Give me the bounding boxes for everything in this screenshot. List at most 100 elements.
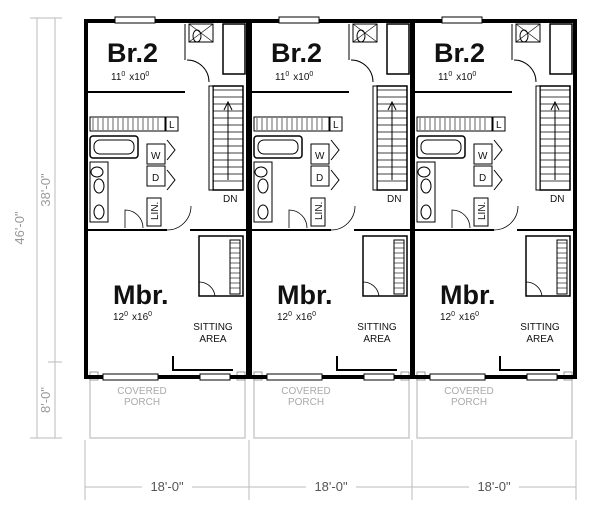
toilet [90,166,104,178]
sitting-label: AREA [199,334,227,345]
window [526,373,558,381]
linen-closet [310,197,326,227]
toilet [417,166,431,178]
bifold-door [493,139,503,191]
closet-label: L [169,120,175,131]
closet [549,23,573,75]
stair-dn-label: DN [550,194,564,205]
vanity [89,161,109,223]
door-swing [288,209,308,229]
door-swing [330,205,356,231]
linen-closet [473,197,489,227]
arrow-up-icon [387,100,397,111]
sitting-label: SITTING [193,322,233,333]
master-bedroom-name: Mbr. [440,280,496,310]
door-swing [493,205,519,231]
bay-wall [172,356,233,371]
porch-label: PORCH [451,397,487,408]
toilet [192,29,202,43]
door-swing [124,209,144,229]
washer-label: W [151,151,161,162]
total-depth-label: 46'-0" [12,211,27,245]
vanity [253,161,273,223]
sink [420,178,432,194]
washer [473,143,493,165]
window [114,16,156,24]
porch-label: COVERED [281,386,330,397]
closet [386,23,410,75]
dryer [146,165,166,187]
porch-outline [89,378,246,439]
walk-in-closet [525,235,571,297]
dryer [310,165,330,187]
porch-outline [416,378,573,439]
bay-wall [499,356,560,371]
walk-in-closet [362,235,408,297]
walk-in-closet [198,235,244,297]
sitting-label: SITTING [520,322,560,333]
window [102,373,159,381]
window [278,16,320,24]
bay-wall [336,356,397,371]
toilet [254,166,268,178]
washer-label: W [478,151,488,162]
bathtub [416,135,466,159]
door-swing [348,24,374,83]
dryer-label: D [479,173,486,184]
linen-label: LIN. [314,202,325,220]
linen-closet-box [492,116,506,132]
dryer-label: D [152,173,159,184]
sink [257,204,269,220]
linen-closet [146,197,162,227]
door-swing [198,281,216,297]
arrow-up-icon [550,100,560,111]
bedroom2-name: Br.2 [107,38,158,68]
stair-dn-label: DN [387,194,401,205]
porch-depth-label: 8'-0" [38,387,53,413]
linen-closet-box [165,116,179,132]
sitting-label: AREA [363,334,391,345]
linen-closet-box [329,116,343,132]
vertical-dimensions [30,17,62,439]
window [441,16,483,24]
exterior-wall [411,19,577,379]
porch-outline [253,378,410,439]
house-depth-label: 38'-0" [38,173,53,207]
stair-wall [535,85,541,191]
shower [352,23,378,43]
stair-wall [372,85,378,191]
window [266,373,323,381]
bedroom2-name: Br.2 [434,38,485,68]
window [199,373,231,381]
sink [420,204,432,220]
linen-label: LIN. [477,202,488,220]
sink [93,178,105,194]
window [363,373,395,381]
door-swing [362,281,380,297]
master-bedroom-name: Mbr. [277,280,333,310]
linen-label: LIN. [150,202,161,220]
unit-width-label: 18'-0" [314,479,348,494]
sink [257,178,269,194]
unit-width-label: 18'-0" [150,479,184,494]
dryer-label: D [316,173,323,184]
bifold-door [166,139,176,191]
stair-wall [208,85,214,191]
porch-label: COVERED [444,386,493,397]
unit-width-label: 18'-0" [477,479,511,494]
bathtub [89,135,139,159]
porch-label: PORCH [288,397,324,408]
bathtub [253,135,303,159]
dryer [473,165,493,187]
door-swing [511,24,537,83]
washer [146,143,166,165]
bifold-door [330,139,340,191]
sitting-label: SITTING [357,322,397,333]
